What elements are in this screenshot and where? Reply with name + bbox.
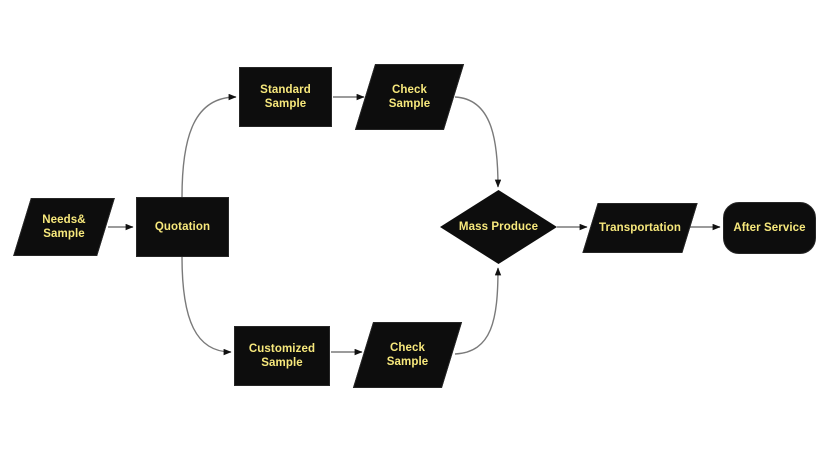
node-customized-sample[interactable]: Customized Sample xyxy=(234,326,330,386)
node-label: Quotation xyxy=(154,220,211,233)
node-label: After Service xyxy=(733,221,806,234)
node-needs-sample[interactable]: Needs& Sample xyxy=(13,198,115,256)
node-label: Check Sample xyxy=(388,83,431,110)
node-label: Mass Produce xyxy=(458,220,539,233)
node-label: Check Sample xyxy=(386,341,429,368)
edge-check-sample-bottom-to-mass-produce xyxy=(454,267,502,355)
edge-quotation-to-customized-sample xyxy=(181,256,232,356)
node-after-service[interactable]: After Service xyxy=(723,202,816,254)
node-transportation[interactable]: Transportation xyxy=(582,203,698,253)
node-standard-sample[interactable]: Standard Sample xyxy=(239,67,332,127)
node-mass-produce[interactable]: Mass Produce xyxy=(440,190,557,264)
node-label: Standard Sample xyxy=(260,83,311,110)
node-label: Needs& Sample xyxy=(42,213,86,240)
edge-quotation-to-standard-sample xyxy=(181,93,237,198)
node-quotation[interactable]: Quotation xyxy=(136,197,229,257)
node-check-sample-top[interactable]: Check Sample xyxy=(354,64,465,130)
edge-check-sample-top-to-mass-produce xyxy=(454,96,502,188)
node-label: Customized Sample xyxy=(248,342,316,369)
node-label: Transportation xyxy=(599,221,681,234)
node-check-sample-bottom[interactable]: Check Sample xyxy=(352,322,463,388)
